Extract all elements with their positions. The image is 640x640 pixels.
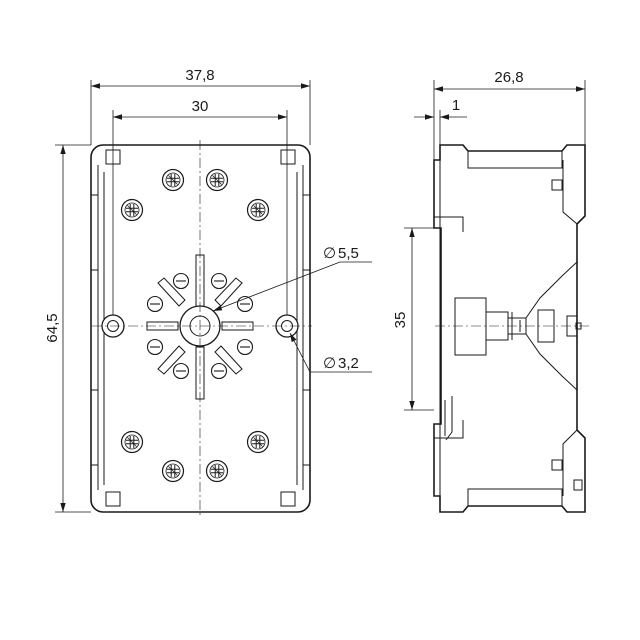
side-outline xyxy=(433,144,586,513)
dim-hole-spacing: 30 xyxy=(192,98,209,115)
dim-rail-width: 35 xyxy=(392,312,409,329)
side-view: 26,8 1 35 xyxy=(392,69,592,513)
din-clip xyxy=(444,261,582,441)
latch-blocks xyxy=(551,179,583,491)
dim-overall-height: 64,5 xyxy=(44,313,61,342)
dim-mount-hole-diameter: 3,2 xyxy=(338,355,359,372)
dim-center-hole-symbol: ∅ xyxy=(323,245,336,262)
dim-overall-width: 37,8 xyxy=(185,67,214,84)
base-outline xyxy=(90,144,311,513)
dim-center-hole-diameter: 5,5 xyxy=(338,245,359,262)
star-slots xyxy=(146,254,254,400)
dim-flange-thickness: 1 xyxy=(452,97,460,114)
dim-mount-hole-symbol: ∅ xyxy=(323,355,336,372)
dim-depth: 26,8 xyxy=(494,69,523,86)
front-view: 37,8 30 64,5 ∅ 5,5 ∅ 3,2 xyxy=(44,67,372,518)
